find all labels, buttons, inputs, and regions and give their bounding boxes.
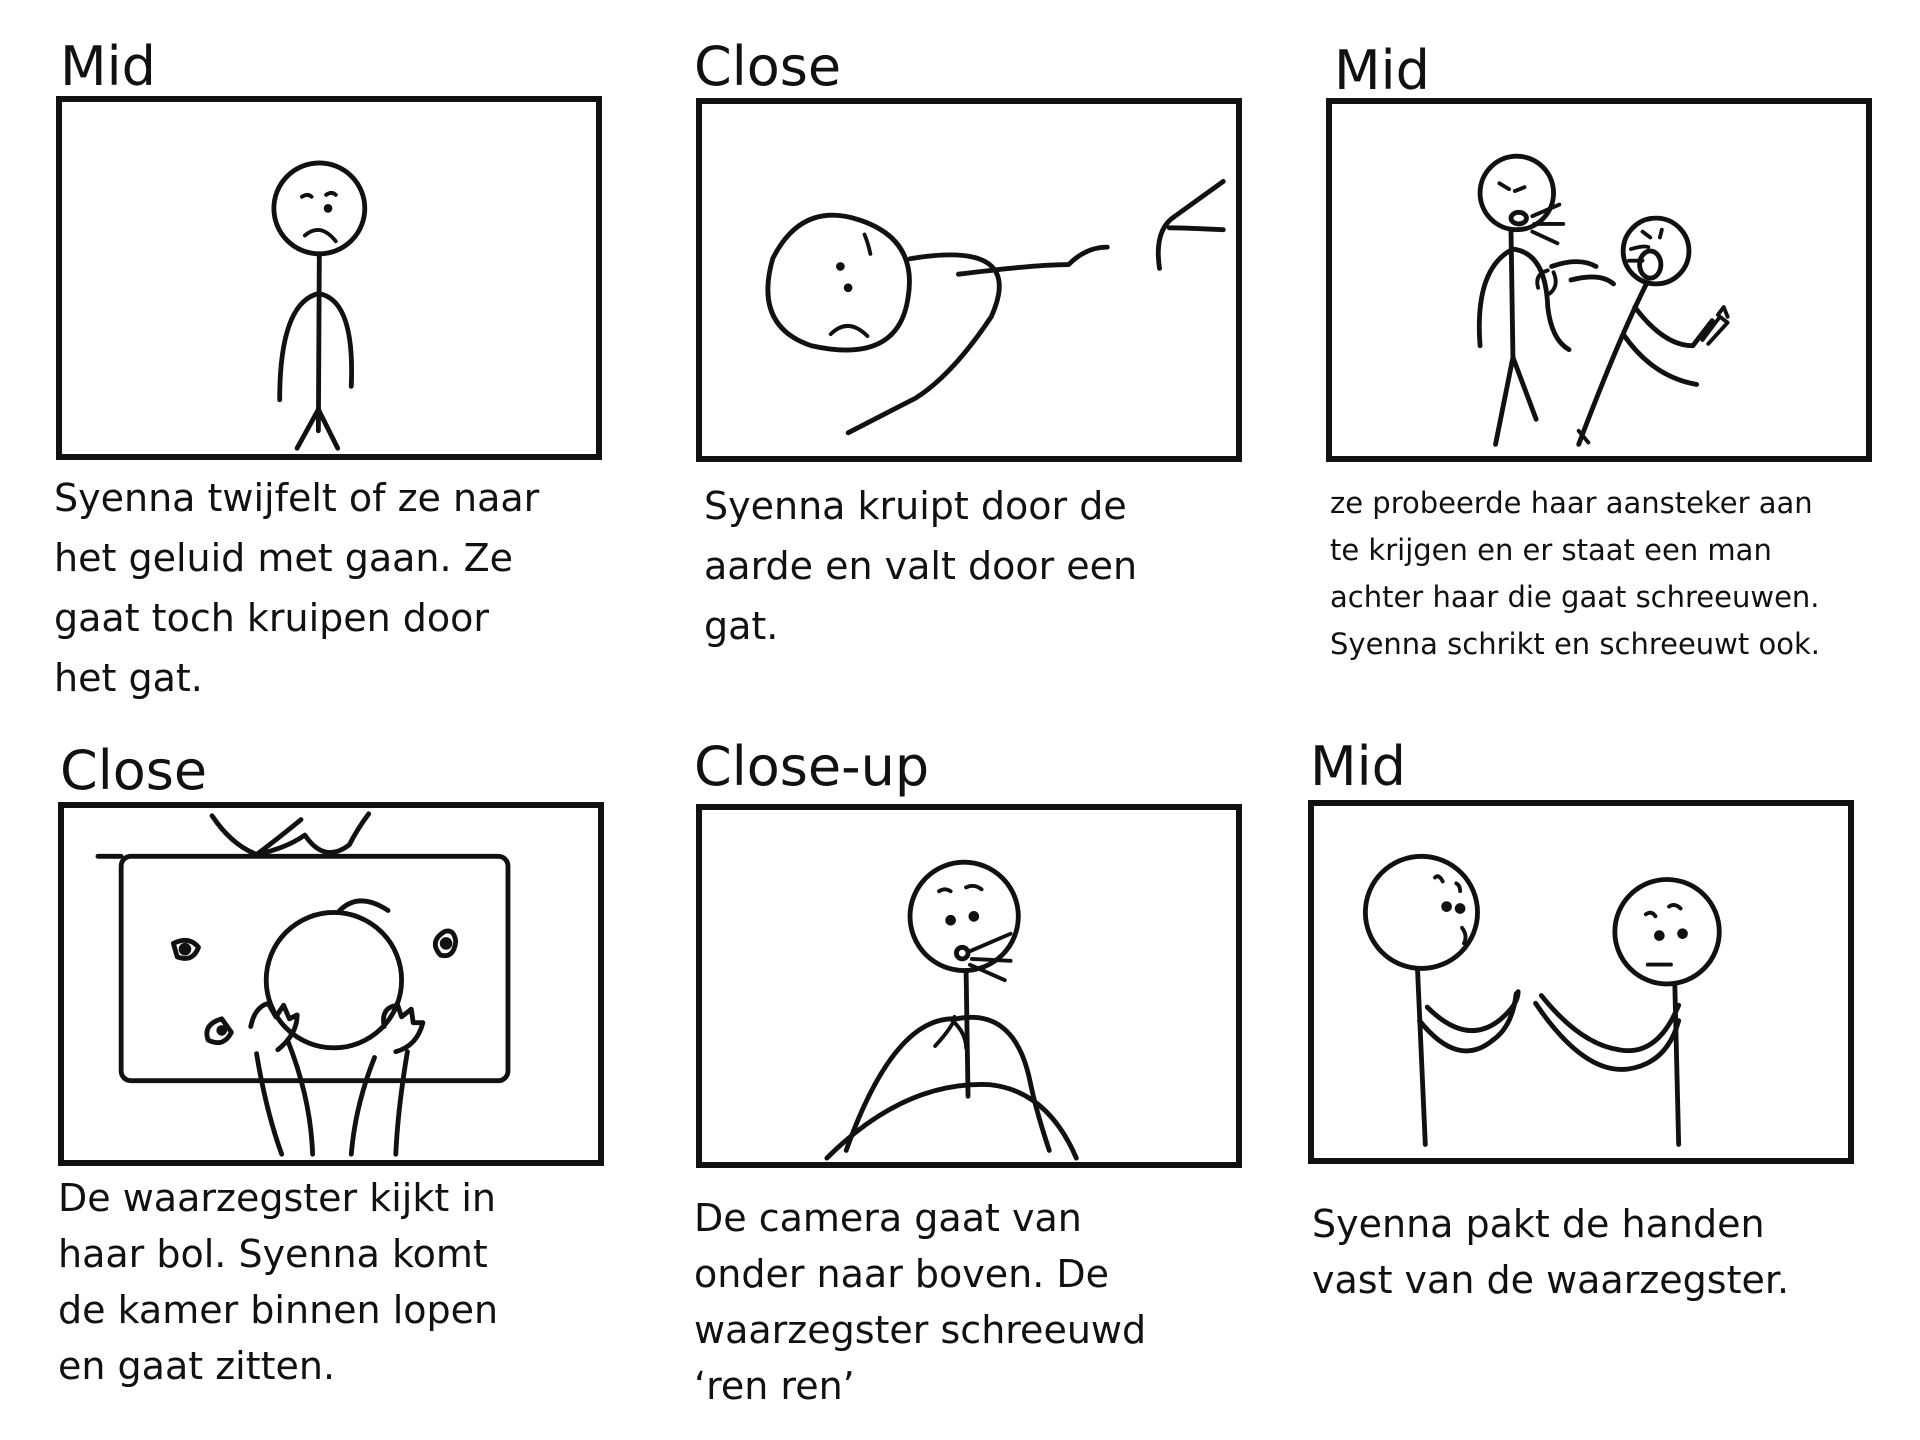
sketch-frame	[1326, 98, 1872, 462]
sketch-frame	[696, 98, 1242, 462]
shot-type-label: Close	[694, 35, 842, 98]
sketch-frame	[58, 802, 604, 1166]
sketch-frame	[696, 804, 1242, 1168]
shot-type-label: Mid	[1334, 39, 1430, 102]
shot-type-label: Close-up	[694, 735, 930, 798]
panel-caption: Syenna pakt de handen vast van de waarze…	[1312, 1202, 1790, 1302]
shot-type-label: Close	[60, 739, 208, 802]
shot-type-label: Mid	[1310, 735, 1406, 798]
sketch-frame	[1308, 800, 1854, 1164]
stick-figure-drawing	[271, 160, 368, 451]
startled-figures-drawing	[1476, 153, 1730, 447]
panel-caption: ze probeerde haar aansteker aan te krijg…	[1330, 486, 1820, 661]
panel-caption: Syenna kruipt door de aarde en valt door…	[704, 484, 1138, 648]
panel-caption: Syenna twijfelt of ze naar het geluid me…	[54, 476, 540, 700]
screaming-figure-drawing	[824, 859, 1079, 1161]
panel-caption: De camera gaat van onder naar boven. De …	[694, 1196, 1147, 1408]
sketch-frame	[56, 96, 602, 460]
holding-hands-drawing	[1362, 853, 1722, 1147]
panel-caption: De waarzegster kijkt in haar bol. Syenna…	[58, 1176, 499, 1388]
crystal-ball-drawing	[95, 811, 511, 1157]
falling-figure-drawing	[765, 178, 1226, 436]
shot-type-label: Mid	[60, 35, 156, 98]
